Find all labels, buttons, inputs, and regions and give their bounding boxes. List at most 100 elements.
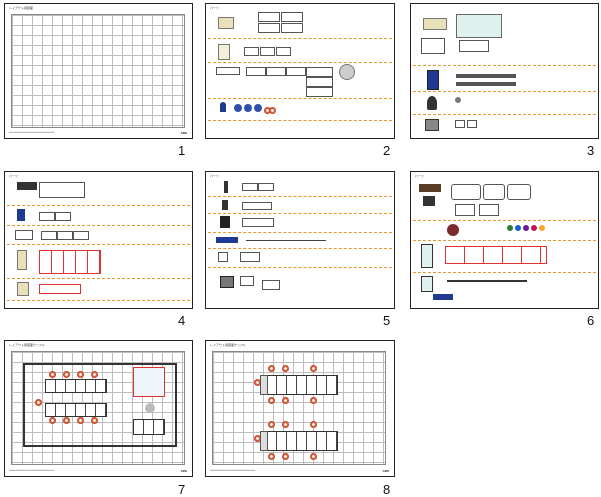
- divider: [7, 205, 190, 206]
- slide-thumbnail-6[interactable]: パーツ: [410, 171, 599, 309]
- divider: [7, 244, 190, 245]
- device-icon: [425, 119, 439, 131]
- chair-icon: [282, 453, 289, 460]
- chair-icon: [310, 421, 317, 428]
- part-box: [244, 47, 259, 56]
- chair-icon: [282, 421, 289, 428]
- slide-number-2: 2: [383, 143, 391, 158]
- slide-number-1: 1: [178, 143, 186, 158]
- glass-cabinet-icon: [456, 14, 502, 38]
- chair-icon: [77, 417, 84, 424]
- slide-number-5: 5: [383, 313, 391, 328]
- floor-grid: [11, 14, 185, 128]
- part-box: [455, 120, 465, 128]
- chair-icon: [269, 107, 276, 114]
- part-box: [240, 276, 254, 286]
- desk-island: [266, 375, 338, 395]
- red-desk-group: [39, 250, 101, 274]
- slide-title: パーツ: [210, 6, 219, 10]
- sign-icon: [433, 294, 453, 300]
- slide-thumbnail-3[interactable]: [410, 3, 599, 139]
- chair-icon: [268, 421, 275, 428]
- slide-number-6: 6: [587, 313, 595, 328]
- slide-number-8: 8: [383, 482, 391, 497]
- part-box: [218, 252, 228, 262]
- shelf-icon: [17, 250, 27, 270]
- door-icon: [421, 276, 433, 292]
- copier-icon: [220, 276, 234, 288]
- chair-icon: [310, 453, 317, 460]
- sofa-icon: [423, 196, 435, 206]
- part-box: [455, 204, 475, 216]
- slide-number-3: 3: [587, 143, 595, 158]
- slide-thumbnail-2[interactable]: パーツ: [205, 3, 395, 139]
- part-box: [258, 12, 280, 22]
- brand-mark: ADS: [382, 469, 389, 473]
- part-box: [286, 67, 306, 76]
- part-box: [242, 218, 274, 227]
- part-box: [240, 252, 260, 262]
- slide-thumbnail-5[interactable]: パーツ: [205, 171, 395, 309]
- person-icon: [220, 102, 226, 112]
- brand-mark: ADS: [180, 469, 187, 473]
- slide-footer: ━━━━━━━━━━━━━━━━━━━━━━━━━━━━━━: [9, 469, 55, 472]
- part-box: [306, 87, 333, 97]
- slide-title: パーツ: [415, 174, 424, 178]
- chair-icon: [35, 399, 42, 406]
- sofa-outline: [483, 184, 505, 200]
- bench-icon: [456, 74, 516, 78]
- divider: [208, 38, 392, 39]
- plant-icon: [427, 96, 437, 110]
- sofa-icon: [419, 184, 441, 192]
- table-icon: [447, 224, 459, 236]
- chair-icon: [310, 397, 317, 404]
- chair-icon: [234, 104, 242, 112]
- slide-number-7: 7: [178, 482, 186, 497]
- desk-icon: [216, 67, 240, 75]
- part-box: [55, 212, 71, 221]
- part-box: [262, 280, 280, 290]
- divider: [208, 120, 392, 121]
- divider: [208, 267, 392, 268]
- chair-icon: [77, 371, 84, 378]
- chair-icon: [268, 397, 275, 404]
- table-icon: [39, 182, 85, 198]
- divider: [413, 240, 596, 241]
- color-chair: [531, 225, 537, 231]
- partition-icon: [216, 237, 238, 243]
- divider: [7, 278, 190, 279]
- chair-icon: [282, 365, 289, 372]
- slide-thumbnail-4[interactable]: パーツ: [4, 171, 193, 309]
- slide-number-4: 4: [178, 313, 186, 328]
- part-box: [479, 204, 499, 216]
- desk-island: [45, 403, 107, 417]
- chair-icon: [49, 417, 56, 424]
- part-box: [242, 202, 272, 210]
- divider: [208, 98, 392, 99]
- sofa-outline: [451, 184, 481, 200]
- divider: [208, 213, 392, 214]
- divider: [208, 232, 392, 233]
- chair-icon: [63, 417, 70, 424]
- chair-icon: [244, 104, 252, 112]
- color-chair: [539, 225, 545, 231]
- part-box: [242, 183, 258, 191]
- chair-icon: [268, 453, 275, 460]
- door-icon: [421, 244, 433, 268]
- wall-line: [447, 280, 527, 282]
- partition-line: [246, 240, 326, 241]
- slide-thumbnail-7[interactable]: レイアウト用図面サンプル ━━━━━━━━━━━━━━━━━━━━━━━━━━━…: [4, 340, 193, 477]
- part-box: [306, 77, 333, 87]
- bench-icon: [456, 82, 516, 86]
- plant-icon: [455, 97, 461, 103]
- sofa-outline: [507, 184, 531, 200]
- chair-icon: [91, 371, 98, 378]
- chair-icon: [264, 107, 271, 114]
- sofa-icon: [17, 182, 37, 190]
- slide-thumbnail-1[interactable]: レイアウト用図面 ━━━━━━━━━━━━━━━━━━━━━━━━━━━━━━ …: [4, 3, 193, 139]
- shelf-icon: [218, 44, 230, 60]
- slide-title: レイアウト用図面サンプル: [9, 343, 45, 347]
- chair-icon: [254, 379, 261, 386]
- desk-island: [45, 379, 107, 393]
- slide-thumbnail-8[interactable]: レイアウト用図面サンプル ━━━━━━━━━━━━━━━━━━━━━━━━━━━…: [205, 340, 395, 477]
